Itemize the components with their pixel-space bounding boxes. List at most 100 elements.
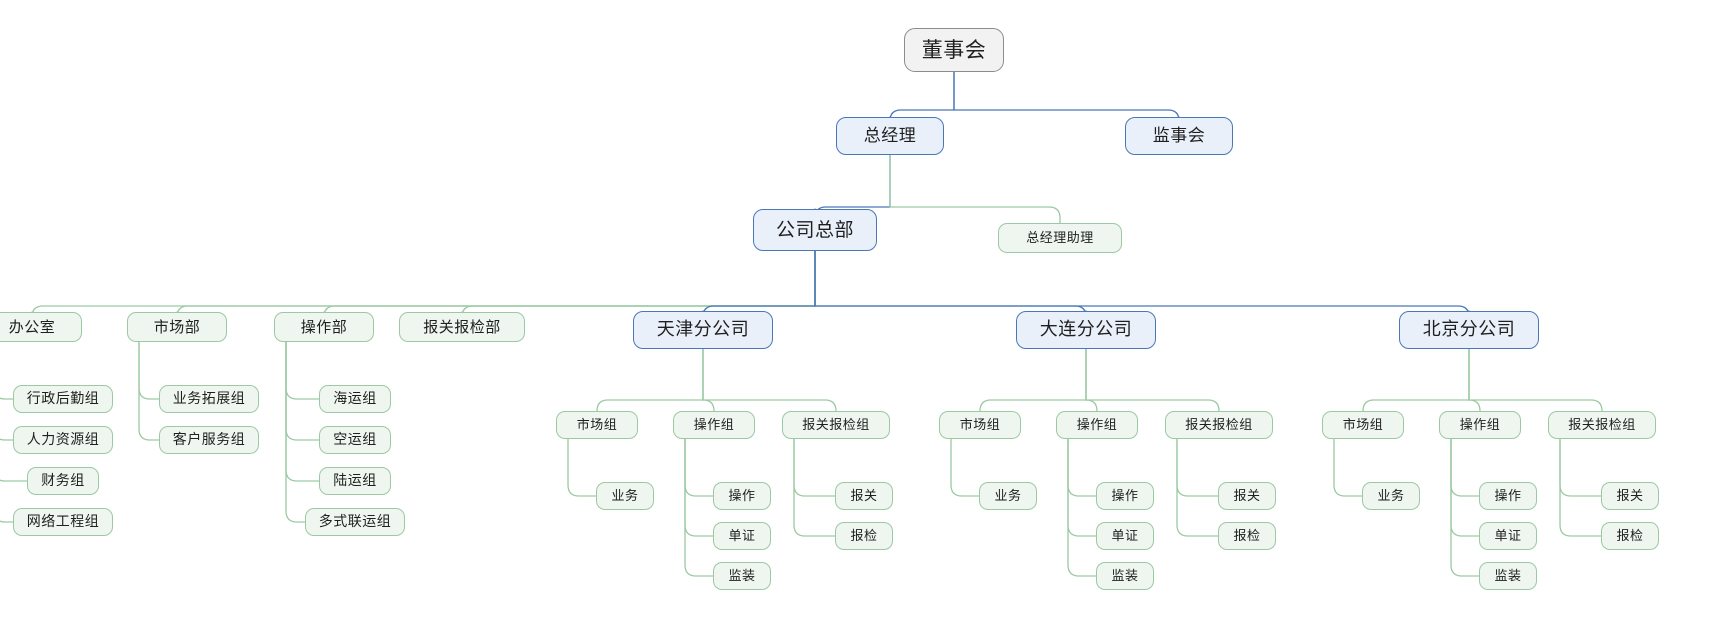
org-node-op-air[interactable]: 空运组 bbox=[319, 426, 391, 454]
org-node-dl-customs[interactable]: 报关报检组 bbox=[1165, 411, 1273, 439]
org-node-dl-cus-declare[interactable]: 报关 bbox=[1218, 482, 1276, 510]
org-node-tj-cus-declare[interactable]: 报关 bbox=[835, 482, 893, 510]
org-node-dl-cus-inspect[interactable]: 报检 bbox=[1218, 522, 1276, 550]
org-node-dept-customs[interactable]: 报关报检部 bbox=[399, 312, 525, 342]
org-node-dl-market-biz[interactable]: 业务 bbox=[979, 482, 1037, 510]
org-node-label: 报关 bbox=[1233, 488, 1261, 504]
connector-dl-customs-to-dl-cus-inspect bbox=[1176, 438, 1219, 537]
org-node-tj-op-super[interactable]: 监装 bbox=[713, 562, 771, 590]
connector-branch-tianjin-to-tj-operation bbox=[702, 348, 715, 412]
org-node-label: 监事会 bbox=[1152, 125, 1206, 146]
org-node-label: 公司总部 bbox=[775, 218, 854, 241]
org-node-headquarters[interactable]: 公司总部 bbox=[753, 209, 877, 251]
connector-headquarters-to-dept-market bbox=[176, 250, 816, 318]
org-node-market-service[interactable]: 客户服务组 bbox=[159, 426, 259, 454]
org-node-tj-op-operation[interactable]: 操作 bbox=[713, 482, 771, 510]
org-node-supervisory-board[interactable]: 监事会 bbox=[1125, 117, 1233, 155]
connector-dl-customs-to-dl-cus-declare bbox=[1176, 438, 1219, 497]
org-node-op-sea[interactable]: 海运组 bbox=[319, 385, 391, 413]
org-node-dept-office[interactable]: 办公室 bbox=[0, 312, 82, 342]
org-node-op-land[interactable]: 陆运组 bbox=[319, 467, 391, 495]
org-node-label: 市场组 bbox=[1342, 417, 1384, 433]
org-node-bj-customs[interactable]: 报关报检组 bbox=[1548, 411, 1656, 439]
org-node-label: 业务 bbox=[1377, 488, 1405, 504]
org-node-bj-cus-declare[interactable]: 报关 bbox=[1601, 482, 1659, 510]
connector-general-manager-to-gm-assistant bbox=[889, 154, 1061, 224]
org-node-office-hr[interactable]: 人力资源组 bbox=[13, 426, 113, 454]
connector-tj-operation-to-tj-op-doc bbox=[684, 438, 714, 537]
org-node-dept-market[interactable]: 市场部 bbox=[127, 312, 227, 342]
org-node-tj-cus-inspect[interactable]: 报检 bbox=[835, 522, 893, 550]
org-node-label: 北京分公司 bbox=[1422, 319, 1516, 340]
org-node-office-finance[interactable]: 财务组 bbox=[27, 467, 99, 495]
org-node-general-manager[interactable]: 总经理 bbox=[836, 117, 944, 155]
org-node-label: 大连分公司 bbox=[1039, 319, 1133, 340]
org-node-tj-market[interactable]: 市场组 bbox=[556, 411, 638, 439]
connector-dl-market-to-dl-market-biz bbox=[950, 438, 980, 497]
connector-dept-market-to-market-service bbox=[138, 341, 160, 441]
org-node-label: 报关 bbox=[1616, 488, 1644, 504]
connector-tj-operation-to-tj-op-operation bbox=[684, 438, 714, 497]
org-node-bj-op-doc[interactable]: 单证 bbox=[1479, 522, 1537, 550]
connector-tj-customs-to-tj-cus-inspect bbox=[793, 438, 836, 537]
connector-headquarters-to-dept-operation bbox=[323, 250, 816, 318]
org-node-label: 总经理 bbox=[863, 125, 917, 146]
org-node-office-admin[interactable]: 行政后勤组 bbox=[13, 385, 113, 413]
org-node-label: 操作组 bbox=[693, 417, 735, 433]
org-node-bj-operation[interactable]: 操作组 bbox=[1439, 411, 1521, 439]
org-node-tj-op-doc[interactable]: 单证 bbox=[713, 522, 771, 550]
org-node-op-multi[interactable]: 多式联运组 bbox=[305, 508, 405, 536]
connector-branch-dalian-to-dl-operation bbox=[1085, 348, 1098, 412]
org-node-dept-operation[interactable]: 操作部 bbox=[274, 312, 374, 342]
org-node-bj-cus-inspect[interactable]: 报检 bbox=[1601, 522, 1659, 550]
org-node-label: 人力资源组 bbox=[26, 432, 100, 448]
org-node-dl-market[interactable]: 市场组 bbox=[939, 411, 1021, 439]
org-node-label: 单证 bbox=[1494, 528, 1522, 544]
org-node-label: 报关报检组 bbox=[1185, 417, 1253, 433]
org-node-label: 业务 bbox=[994, 488, 1022, 504]
org-node-bj-op-operation[interactable]: 操作 bbox=[1479, 482, 1537, 510]
connector-tj-customs-to-tj-cus-declare bbox=[793, 438, 836, 497]
org-node-dl-op-operation[interactable]: 操作 bbox=[1096, 482, 1154, 510]
connector-dept-operation-to-op-sea bbox=[285, 341, 320, 400]
org-node-tj-customs[interactable]: 报关报检组 bbox=[782, 411, 890, 439]
org-node-bj-market[interactable]: 市场组 bbox=[1322, 411, 1404, 439]
org-node-label: 操作 bbox=[1111, 488, 1139, 504]
org-node-office-network[interactable]: 网络工程组 bbox=[13, 508, 113, 536]
connector-bj-operation-to-bj-op-doc bbox=[1450, 438, 1480, 537]
connector-dept-office-to-office-network bbox=[0, 520, 14, 523]
org-node-label: 市场组 bbox=[576, 417, 618, 433]
connector-bj-market-to-bj-market-biz bbox=[1333, 438, 1363, 497]
connector-dept-office-to-office-admin bbox=[0, 397, 14, 400]
org-node-dl-op-doc[interactable]: 单证 bbox=[1096, 522, 1154, 550]
org-node-market-biz[interactable]: 业务拓展组 bbox=[159, 385, 259, 413]
org-node-branch-tianjin[interactable]: 天津分公司 bbox=[633, 311, 773, 349]
connector-dept-office-to-office-hr bbox=[0, 438, 14, 441]
org-node-label: 操作 bbox=[1494, 488, 1522, 504]
org-node-branch-beijing[interactable]: 北京分公司 bbox=[1399, 311, 1539, 349]
org-node-label: 操作 bbox=[728, 488, 756, 504]
org-node-tj-market-biz[interactable]: 业务 bbox=[596, 482, 654, 510]
org-node-bj-op-super[interactable]: 监装 bbox=[1479, 562, 1537, 590]
connector-board-to-supervisory-board bbox=[953, 71, 1180, 122]
connector-headquarters-to-dept-office bbox=[31, 250, 816, 318]
org-node-label: 业务拓展组 bbox=[172, 391, 246, 407]
org-node-label: 报检 bbox=[850, 528, 878, 544]
connector-dl-operation-to-dl-op-super bbox=[1067, 438, 1097, 577]
connector-branch-beijing-to-bj-market bbox=[1362, 348, 1470, 412]
org-node-board[interactable]: 董事会 bbox=[904, 28, 1004, 72]
connector-headquarters-to-branch-beijing bbox=[814, 250, 1470, 318]
org-node-label: 行政后勤组 bbox=[26, 391, 100, 407]
connector-dl-operation-to-dl-op-doc bbox=[1067, 438, 1097, 537]
org-node-branch-dalian[interactable]: 大连分公司 bbox=[1016, 311, 1156, 349]
org-node-label: 客户服务组 bbox=[172, 432, 246, 448]
org-node-dl-operation[interactable]: 操作组 bbox=[1056, 411, 1138, 439]
org-node-gm-assistant[interactable]: 总经理助理 bbox=[998, 223, 1122, 253]
org-node-label: 办公室 bbox=[8, 317, 56, 336]
connector-dl-operation-to-dl-op-operation bbox=[1067, 438, 1097, 497]
org-node-label: 陆运组 bbox=[333, 473, 377, 489]
org-node-label: 报关 bbox=[850, 488, 878, 504]
org-node-dl-op-super[interactable]: 监装 bbox=[1096, 562, 1154, 590]
org-node-tj-operation[interactable]: 操作组 bbox=[673, 411, 755, 439]
org-node-bj-market-biz[interactable]: 业务 bbox=[1362, 482, 1420, 510]
